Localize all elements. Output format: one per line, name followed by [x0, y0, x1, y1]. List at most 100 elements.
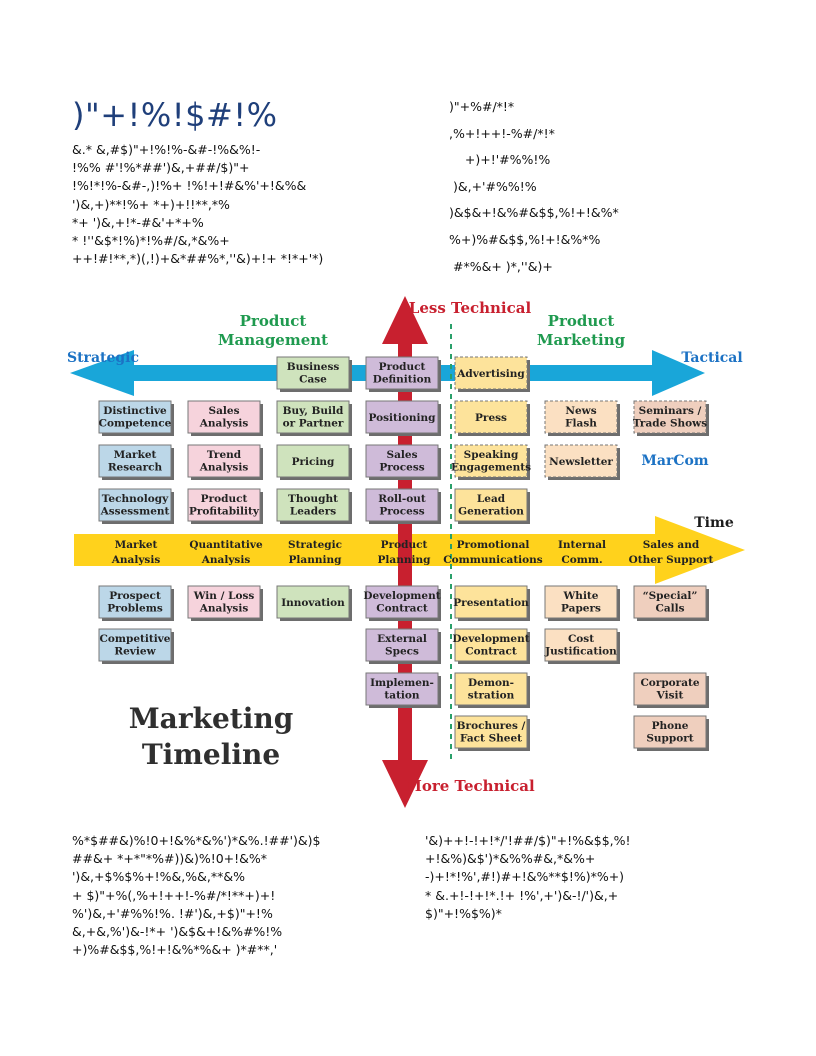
presentation-label: Presentation [453, 597, 529, 609]
development-contract-yellow-box [454, 628, 528, 662]
technology-assessment-box [98, 488, 172, 522]
seminars-trade-shows-label: Seminars /Trade Shows [633, 405, 707, 430]
text-line: &.* &,#$)"+!%!%-&#-!%&%!- [72, 142, 261, 157]
positioning-label: Positioning [369, 412, 437, 424]
business-case-box [276, 356, 350, 390]
lead-generation-box [454, 488, 528, 522]
text-line: ')&,+)**!%+ *+)+!!**,*% [72, 196, 230, 212]
more-technical-label: More Technical [405, 777, 535, 795]
news-flash-box [544, 400, 618, 434]
product-profitability-box [187, 488, 261, 522]
special-calls-box [633, 585, 707, 619]
advertising-box [454, 356, 528, 390]
win-loss-analysis-box [187, 585, 261, 619]
newsletter-label: Newsletter [549, 456, 613, 468]
innovation-label: Innovation [281, 597, 345, 609]
text-line: #*%&+ )*,''&)+ [449, 258, 553, 274]
phone-support-box [633, 715, 707, 749]
right-bottom-text: '&)++!-!+!*/'!##/$)"+!%&$$,%! +!&%)&$')*… [425, 832, 631, 923]
demonstration-box [454, 672, 528, 706]
text-line: ')&,+$%$%+!%&,%&,**&% [72, 869, 245, 885]
strategic-label: Strategic [67, 350, 139, 366]
distinctive-competence-box [98, 400, 172, 434]
less-technical-label: Less Technical [409, 299, 532, 317]
demonstration-label: Demon-stration [468, 677, 515, 702]
page-heading: )"+!%!$#!% [72, 96, 278, 134]
text-line: *+ ')&,+!*-#&'+*+% [72, 214, 204, 230]
corporate-visit-box [633, 672, 707, 706]
text-line: )"+%#/*!* [449, 99, 515, 114]
technical-axis-arrow [382, 296, 428, 808]
white-papers-box [544, 585, 618, 619]
pricing-box [276, 444, 350, 478]
sales-analysis-box [187, 400, 261, 434]
text-line: ,%+!++!-%#/*!* [449, 125, 555, 141]
competitive-review-box [98, 628, 172, 662]
development-contract-purple-box [365, 585, 439, 619]
advertising-label: Advertising [456, 368, 525, 380]
text-line: ##&+ *+*"*%#))&)%!0+!&%* [72, 851, 268, 867]
text-line: '&)++!-!+!*/'!##/$)"+!%&$$,%! [425, 833, 631, 848]
text-line: * &.+!-!+!*.!+ !%',+')&-!/')&,+ [425, 887, 619, 903]
roll-out-process-box [365, 488, 439, 522]
text-line: + $)"+%(,%+!++!-%#/*!**+)+! [72, 887, 276, 903]
text-line: !%% #'!%*##')&,+##/$)"+ [72, 160, 250, 176]
trend-analysis-box [187, 444, 261, 478]
text-line: +!&%)&$')*&%%#&,*&%+ [425, 851, 596, 867]
implementation-box [365, 672, 439, 706]
text-line: +)%#&$$,%!+!&%*%&+ )*#**,' [72, 942, 278, 958]
text-line: * !''&$*!%)*!%#/&,*&%+ [72, 233, 230, 249]
tactical-label: Tactical [681, 350, 742, 366]
time-label: Time [694, 515, 734, 531]
product-definition-box [365, 356, 439, 390]
right-top-text: )"+%#/*!* ,%+!++!-%#/*!* +)+!'#%%!% )&,+… [449, 94, 619, 280]
text-line: !%!*!%-&#-,)!%+ !%!+!#&%'+!&%& [72, 178, 307, 194]
press-label: Press [475, 412, 507, 424]
brochures-fact-sheet-box [454, 715, 528, 749]
thought-leaders-box [276, 488, 350, 522]
buy-build-partner-box [276, 400, 350, 434]
brochures-fact-sheet-label: Brochures /Fact Sheet [457, 720, 526, 745]
text-line: %+)%#&$$,%!+!&%*% [449, 231, 601, 247]
pricing-label: Pricing [292, 456, 335, 468]
text-line: +)+!'#%%!% [449, 152, 551, 168]
positioning-box [365, 400, 439, 434]
speaking-engagements-box [454, 444, 528, 478]
seminars-trade-shows-box [633, 400, 707, 434]
external-specs-box [365, 628, 439, 662]
left-top-text: &.* &,#$)"+!%!%-&#-!%&%!- !%% #'!%*##')&… [72, 141, 323, 268]
prospect-problems-box [98, 585, 172, 619]
